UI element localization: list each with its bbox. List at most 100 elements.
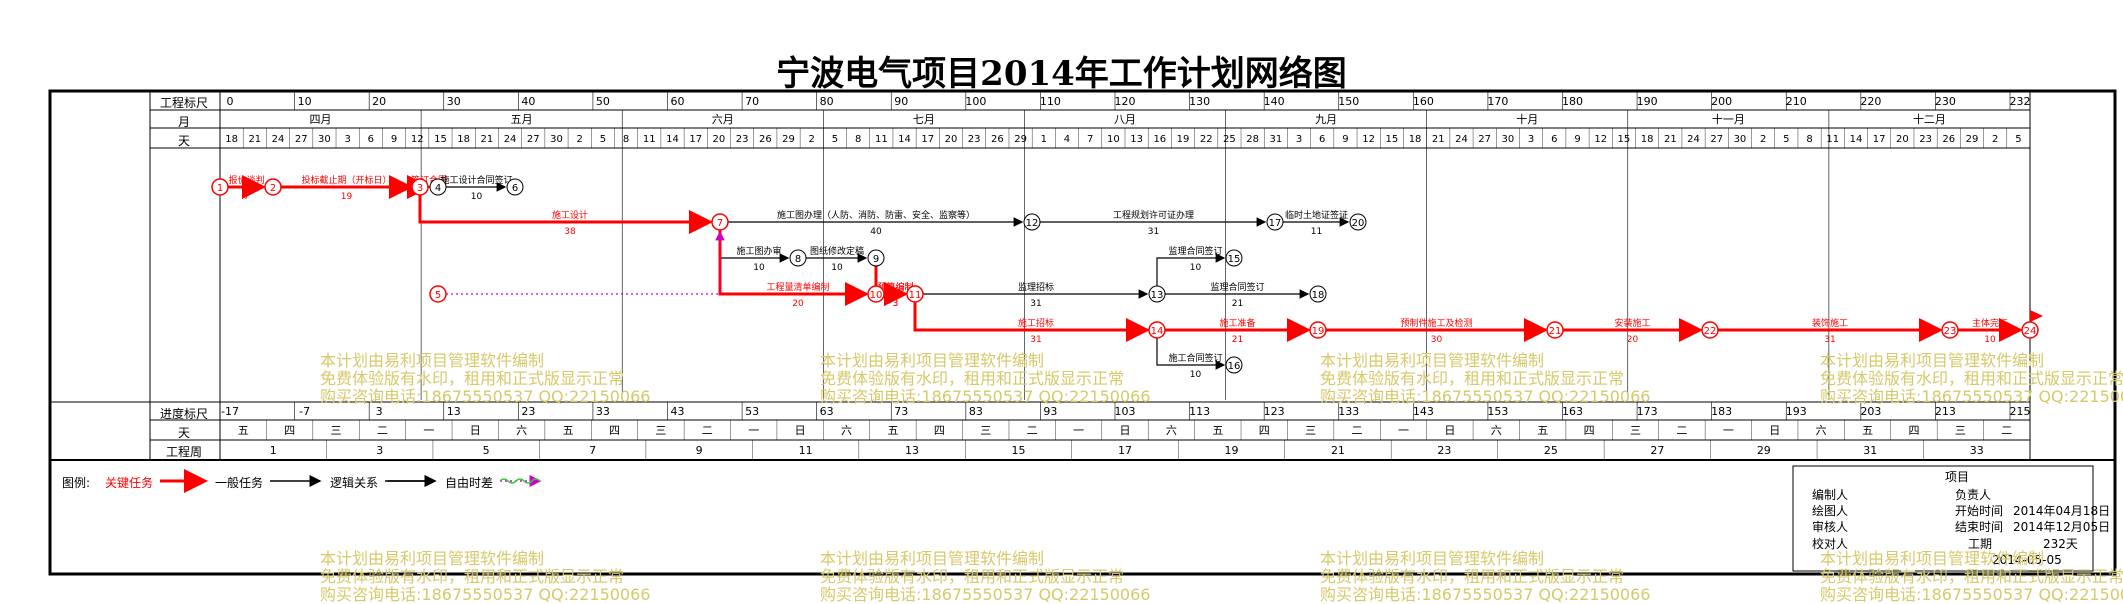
progress-tick-label: 173: [1637, 405, 1658, 418]
scale-tick-label: 40: [521, 95, 535, 108]
node-number: 11: [909, 290, 922, 301]
task-duration: 7: [244, 192, 250, 202]
node-number: 6: [512, 183, 518, 194]
week-label: 25: [1544, 444, 1558, 457]
info-drawer-label: 绘图人: [1812, 504, 1849, 518]
node-circle: [1309, 321, 1327, 339]
day-label: 5: [600, 134, 606, 145]
weekday-label: 五: [887, 424, 898, 437]
node-circle: [264, 178, 282, 196]
day-label: 27: [1478, 134, 1491, 145]
day-label: 3: [344, 134, 350, 145]
day-label: 21: [248, 134, 261, 145]
week-label: 11: [799, 444, 813, 457]
weekday-label: 二: [1676, 424, 1687, 437]
progress-tick-label: 153: [1487, 405, 1508, 418]
day-label: 18: [457, 134, 470, 145]
task-name: 施工准备: [1219, 317, 1255, 329]
scale-tick-label: 160: [1413, 95, 1434, 108]
legend-logic: 逻辑关系: [330, 476, 379, 490]
progress-tick-label: 113: [1189, 405, 1210, 418]
task-duration: 30: [1431, 335, 1443, 345]
day-label: 2: [1760, 134, 1766, 145]
day-label: 24: [272, 134, 285, 145]
scale-tick-label: 120: [1115, 95, 1136, 108]
day-label: 29: [1966, 134, 1979, 145]
info-start-value: 2014年04月18日: [2013, 504, 2111, 518]
weekday-label: 六: [1491, 424, 1502, 437]
scale-tick-label: 150: [1338, 95, 1359, 108]
weekday-label: 六: [1816, 424, 1827, 437]
day-label: 23: [968, 134, 981, 145]
weekday-label: 三: [980, 424, 991, 437]
weekday-label: 一: [1398, 424, 1409, 437]
weekday-label: 三: [1955, 424, 1966, 437]
task-name: 工程量清单编制: [766, 281, 829, 293]
scale-tick-label: 200: [1711, 95, 1732, 108]
progress-tick-label: 213: [1935, 405, 1956, 418]
weekday-label: 四: [934, 424, 945, 437]
day-label: 5: [832, 134, 838, 145]
task-duration: 38: [564, 227, 576, 237]
task-name: 施工招标: [1018, 317, 1054, 329]
week-label: 21: [1331, 444, 1345, 457]
month-label: 四月: [310, 113, 332, 126]
node-number: 2: [270, 183, 276, 194]
day-label: 7: [1087, 134, 1093, 145]
weekday-label: 一: [748, 424, 759, 437]
day-label: 30: [318, 134, 331, 145]
node-circle: [1941, 321, 1959, 339]
task-duration: 21: [1232, 299, 1243, 309]
scale-label: 工程标尺: [160, 96, 209, 110]
task-name: 报价谈判: [228, 174, 264, 186]
weekday-label: 六: [1166, 424, 1177, 437]
day-label: 27: [1710, 134, 1723, 145]
outer-frame: [48, 89, 2117, 576]
day-label: 18: [225, 134, 238, 145]
progress-tick-label: 83: [969, 405, 983, 418]
day-label: 25: [1223, 134, 1236, 145]
month-label: 十月: [1516, 112, 1538, 126]
day-label: 14: [666, 134, 679, 145]
day-label: 28: [1246, 134, 1259, 145]
node-circle: [789, 249, 807, 267]
node-number: 7: [717, 218, 723, 229]
task-name: 投标截止期（开标日）: [301, 174, 391, 186]
task-duration: 31: [1030, 335, 1041, 345]
node-circle: [867, 249, 885, 267]
progress-tick-label: 183: [1711, 405, 1732, 418]
task-name: 施工设计: [552, 209, 588, 221]
info-date-value: 2014-05-05: [1992, 553, 2062, 567]
week-label: 19: [1224, 444, 1238, 457]
day-label: 6: [1551, 134, 1557, 145]
node-number: 10: [870, 290, 883, 301]
day-label: 4: [1064, 134, 1070, 145]
scale-tick-label: 10: [298, 95, 312, 108]
day-label: 18: [1409, 134, 1422, 145]
info-editor-label: 编制人: [1812, 488, 1849, 502]
weekday-label: 四: [609, 424, 620, 437]
day-label: 14: [1850, 134, 1863, 145]
task-name: 主体完工: [1972, 317, 2008, 329]
progress-tick-label: 43: [671, 405, 685, 418]
day-label: 6: [368, 134, 374, 145]
node-circle: [711, 213, 729, 231]
month-label: 十二月: [1913, 112, 1946, 126]
watermark: 本计划由易利项目管理软件编制免费体验版有水印，租用和正式版显示正常购买咨询电话:…: [820, 549, 1151, 604]
day-label: 9: [391, 134, 397, 145]
task-name: 工程规划许可证办理: [1113, 209, 1194, 221]
day-label: 21: [1664, 134, 1677, 145]
week-label: 27: [1650, 444, 1664, 457]
day-label: 30: [1502, 134, 1515, 145]
weekday-label: 五: [1862, 424, 1873, 437]
progress-tick-label: 33: [596, 405, 610, 418]
legend-critical: 关键任务: [105, 476, 154, 490]
node-number: 3: [417, 183, 423, 194]
weekday-label: 三: [655, 424, 666, 437]
node-circle: [211, 178, 229, 196]
month-label: 八月: [1114, 113, 1136, 126]
task-duration: 10: [1190, 370, 1202, 380]
info-end-label: 结束时间: [1955, 520, 2004, 534]
day-label: 24: [504, 134, 517, 145]
day-label: 9: [1342, 134, 1348, 145]
